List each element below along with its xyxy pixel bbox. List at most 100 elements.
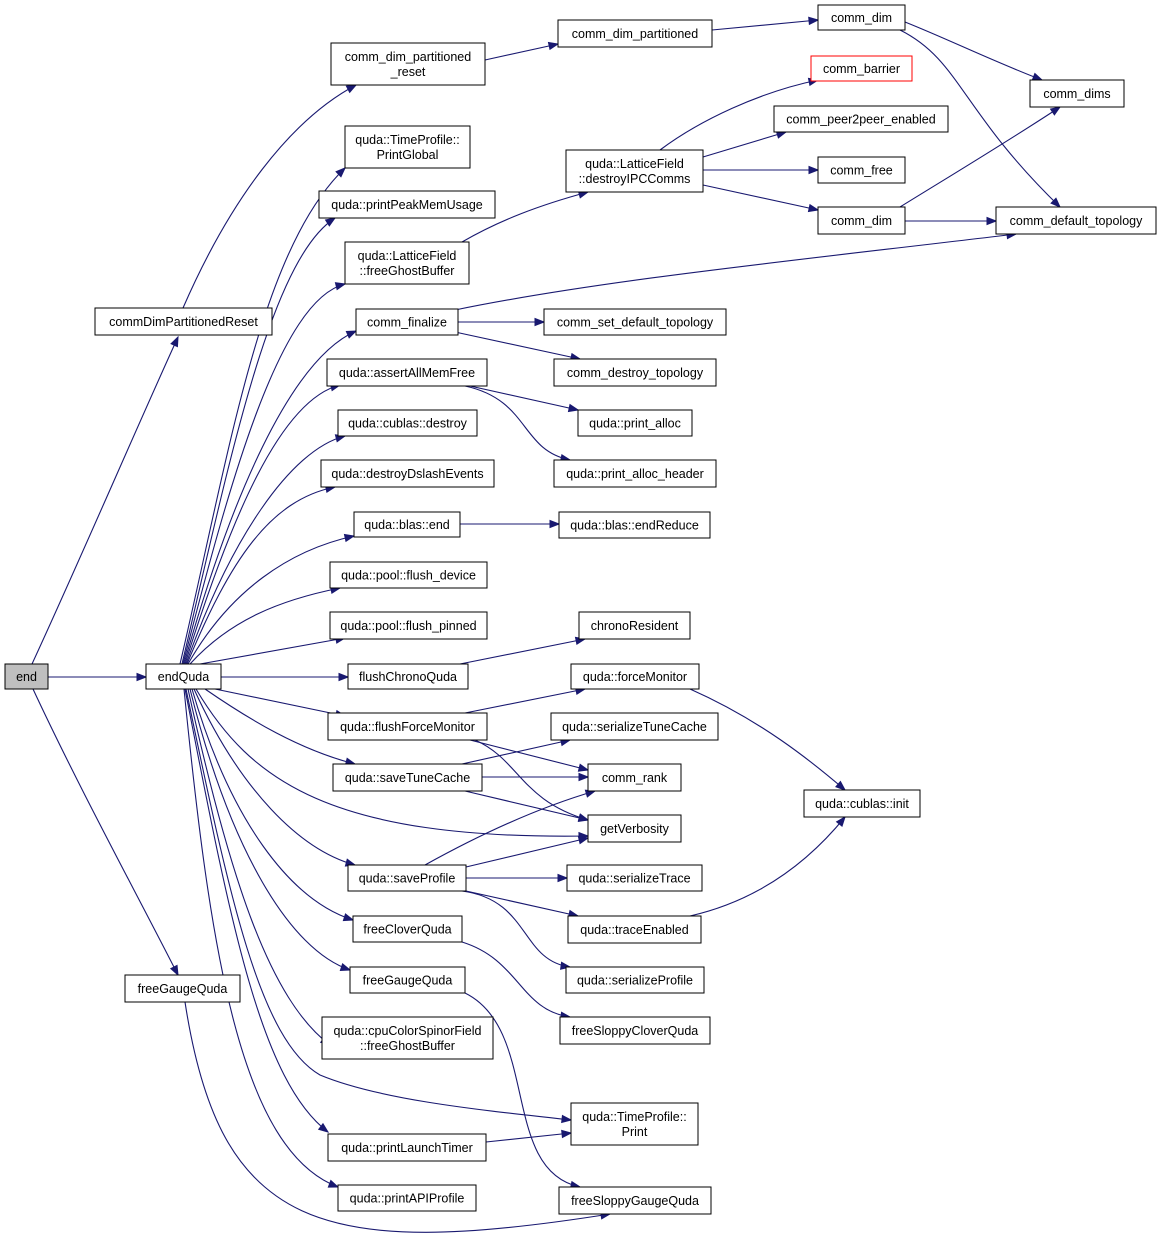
node-timeprofile-printglobal[interactable]: quda::TimeProfile::PrintGlobal (344, 125, 471, 169)
arrowhead-icon (334, 282, 347, 291)
node-printLaunchTimer[interactable]: quda::printLaunchTimer (327, 1133, 487, 1162)
arrowhead-icon (342, 913, 355, 922)
node-commDimPartitionedReset[interactable]: commDimPartitionedReset (94, 307, 273, 336)
node-freeGaugeQuda[interactable]: freeGaugeQuda (349, 966, 466, 994)
node-comm-peer2peer-enabled[interactable]: comm_peer2peer_enabled (773, 105, 949, 133)
node-comm-dim-top[interactable]: comm_dim (817, 4, 906, 31)
node-lf-freeGhostBuffer[interactable]: quda::LatticeField::freeGhostBuffer (344, 241, 470, 285)
node-comm-dim-mid[interactable]: comm_dim (817, 206, 906, 235)
edge-saveProfile-to-traceEnabled (465, 890, 580, 919)
arrowhead-icon (557, 873, 569, 883)
edge-ipc-to-peer2peer (702, 130, 788, 158)
edge-comm_dim_mid-to-comm_dims (899, 106, 1062, 208)
edge-comm_dim_top-to-comm_dims (904, 21, 1044, 81)
node-chronoResident[interactable]: chronoResident (578, 611, 691, 640)
node-cublas-init[interactable]: quda::cublas::init (803, 789, 921, 818)
node-pool-flush-pinned[interactable]: quda::pool::flush_pinned (329, 611, 488, 640)
node-print-alloc-header[interactable]: quda::print_alloc_header (553, 459, 717, 488)
node-pool-flush-device[interactable]: quda::pool::flush_device (329, 561, 488, 589)
node-label: PrintGlobal (377, 148, 439, 162)
node-freeCloverQuda[interactable]: freeCloverQuda (352, 915, 463, 943)
node-endQuda[interactable]: endQuda (145, 663, 222, 690)
node-label: ::freeGhostBuffer (360, 1039, 455, 1053)
node-blas-end[interactable]: quda::blas::end (353, 511, 461, 538)
edge-comm_dim_mid-to-default_topology (905, 216, 998, 226)
node-comm-free[interactable]: comm_free (817, 156, 906, 184)
node-assertAllMemFree[interactable]: quda::assertAllMemFree (326, 358, 488, 387)
node-flushForceMonitor[interactable]: quda::flushForceMonitor (327, 712, 488, 741)
node-destroyIPCComms[interactable]: quda::LatticeField::destroyIPCComms (565, 149, 704, 193)
edge-endQuda-to-flushChronoQuda (221, 672, 350, 682)
node-label: endQuda (158, 670, 209, 684)
node-flushChronoQuda[interactable]: flushChronoQuda (347, 663, 469, 690)
node-cpu-freeGhostBuffer[interactable]: quda::cpuColorSpinorField::freeGhostBuff… (321, 1016, 494, 1060)
arrowhead-icon (1050, 197, 1061, 208)
node-label: quda::forceMonitor (583, 670, 687, 684)
node-comm-barrier[interactable]: comm_barrier (810, 55, 913, 82)
node-label: comm_destroy_topology (567, 366, 704, 380)
node-getVerbosity[interactable]: getVerbosity (587, 814, 682, 843)
arrowhead-icon (170, 335, 179, 348)
node-forceMonitor[interactable]: quda::forceMonitor (570, 663, 700, 690)
node-label: comm_free (830, 164, 893, 178)
arrowhead-icon (1049, 106, 1062, 116)
node-comm-finalize[interactable]: comm_finalize (355, 308, 459, 336)
node-label: comm_dim (831, 214, 892, 228)
node-traceEnabled[interactable]: quda::traceEnabled (567, 915, 702, 944)
edge-assertAllMemFree-to-print_alloc (469, 385, 580, 413)
node-comm-set-default-topology[interactable]: comm_set_default_topology (543, 308, 727, 336)
node-comm-dims[interactable]: comm_dims (1029, 79, 1125, 108)
arrowhead-icon (835, 780, 847, 791)
node-comm-rank[interactable]: comm_rank (587, 763, 682, 792)
node-label: quda::pool::flush_device (341, 569, 476, 583)
arrowhead-icon (986, 216, 998, 226)
node-freeSloppyGaugeQuda[interactable]: freeSloppyGaugeQuda (558, 1186, 712, 1215)
node-serializeTrace[interactable]: quda::serializeTrace (566, 864, 703, 892)
node-label: quda::LatticeField (585, 157, 684, 171)
node-comm-dim-partitioned[interactable]: comm_dim_partitioned (557, 19, 713, 48)
edge-flushForceMonitor-to-forceMonitor (464, 686, 587, 714)
edge-forceMonitor-to-cublas_init (689, 688, 847, 791)
arrowhead-icon (339, 962, 352, 972)
call-edges (31, 16, 1062, 1233)
node-label: comm_default_topology (1010, 214, 1143, 228)
node-serializeProfile[interactable]: quda::serializeProfile (565, 966, 705, 994)
node-label: commDimPartitionedReset (109, 315, 258, 329)
node-freeSloppyCloverQuda[interactable]: freeSloppyCloverQuda (559, 1016, 711, 1045)
node-comm-destroy-topology[interactable]: comm_destroy_topology (553, 358, 717, 387)
node-end[interactable]: end (4, 663, 49, 690)
node-label: freeGaugeQuda (363, 974, 453, 988)
edge-endQuda-to-printAPIProfile (183, 688, 340, 1188)
edge-endQuda-to-printglobal (179, 167, 346, 665)
node-label: quda::pool::flush_pinned (340, 619, 476, 633)
node-label: quda::blas::end (364, 518, 450, 532)
node-comm-default-topology[interactable]: comm_default_topology (995, 206, 1157, 235)
edge-endQuda-to-assertAllMemFree (184, 383, 342, 665)
node-print-alloc[interactable]: quda::print_alloc (577, 409, 693, 437)
node-cublas-destroy[interactable]: quda::cublas::destroy (337, 409, 478, 437)
node-printAPIProfile[interactable]: quda::printAPIProfile (337, 1184, 477, 1212)
edge-endQuda-to-saveProfile (193, 688, 357, 867)
node-label: quda::saveTuneCache (345, 771, 470, 785)
node-serializeTuneCache[interactable]: quda::serializeTuneCache (550, 712, 719, 741)
node-label: quda::cublas::destroy (348, 417, 468, 431)
node-comm-dim-partitioned-reset[interactable]: comm_dim_partitioned_reset (330, 42, 486, 86)
edge-endQuda-to-getVerbosity (195, 688, 590, 841)
node-printPeakMemUsage[interactable]: quda::printPeakMemUsage (318, 190, 496, 219)
node-timeprofile-print[interactable]: quda::TimeProfile::Print (570, 1102, 699, 1146)
node-label: comm_finalize (367, 316, 447, 330)
node-blas-endReduce[interactable]: quda::blas::endReduce (558, 511, 711, 539)
node-label: quda::blas::endReduce (570, 519, 699, 533)
arrowhead-icon (547, 41, 560, 51)
node-label: comm_dims (1043, 87, 1110, 101)
node-destroyDslashEvents[interactable]: quda::destroyDslashEvents (320, 459, 495, 488)
node-label: quda::cublas::init (815, 797, 909, 811)
node-saveTuneCache[interactable]: quda::saveTuneCache (332, 763, 483, 792)
node-label: quda::flushForceMonitor (340, 720, 475, 734)
node-label: quda::serializeTuneCache (562, 720, 707, 734)
arrowhead-icon (807, 203, 820, 213)
node-saveProfile[interactable]: quda::saveProfile (347, 864, 467, 892)
edge-ipc-to-comm_free (703, 165, 820, 175)
node-label: freeGaugeQuda (138, 982, 228, 996)
node-freeGaugeQuda-root[interactable]: freeGaugeQuda (124, 974, 241, 1003)
